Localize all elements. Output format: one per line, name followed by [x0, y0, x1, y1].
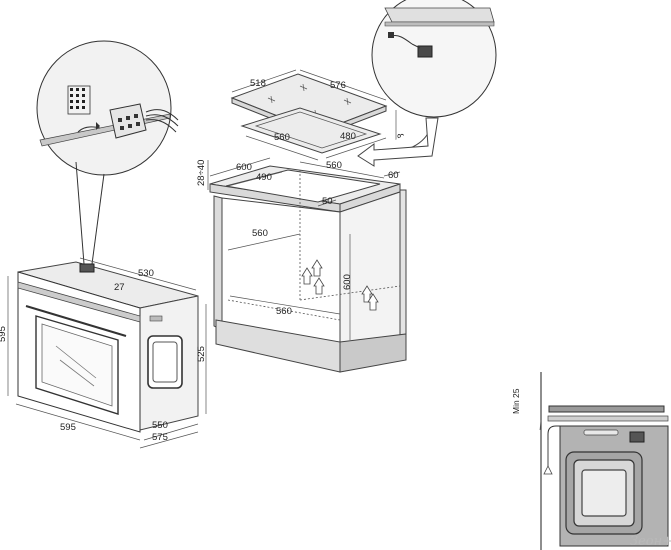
dim-niche-upper: 560: [252, 228, 268, 239]
terminal-block-zoom: [36, 40, 179, 176]
cabinet-drawing: [207, 157, 407, 373]
dim-hob-depth: 576: [330, 80, 346, 91]
dim-min-gap: Min 25: [511, 388, 521, 414]
dim-oven-trim: 27: [114, 282, 125, 293]
dim-cab-inner: 490: [256, 172, 272, 183]
side-section-drawing: [539, 372, 669, 550]
dim-niche-height: 600: [342, 274, 353, 290]
dim-cab-depth: 560: [326, 160, 342, 171]
oven-drawing: [7, 257, 207, 449]
dim-oven-height-left: 595: [0, 326, 8, 342]
dim-gap-range: 28÷40: [196, 160, 207, 186]
dim-oven-width: 595: [60, 422, 76, 433]
dim-niche-lower: 560: [276, 306, 292, 317]
dim-cab-width: 600: [236, 162, 252, 173]
dim-oven-body-depth: 550: [152, 420, 168, 431]
hob-drawing: [230, 69, 397, 161]
dim-hob-edge: 60: [388, 170, 399, 181]
dim-oven-height-body: 525: [196, 346, 207, 362]
dim-hob-cut-depth: 480: [340, 131, 356, 142]
dim-oven-total-depth: 575: [152, 432, 168, 443]
dim-vent-gap: 50: [322, 196, 333, 207]
dim-hob-cut-width: 560: [274, 132, 290, 143]
dim-oven-depth: 530: [138, 268, 154, 279]
watermark-logo: Зеон+: [630, 534, 671, 549]
hob-connector-zoom: [371, 0, 497, 118]
dim-hob-width: 518: [250, 78, 266, 89]
